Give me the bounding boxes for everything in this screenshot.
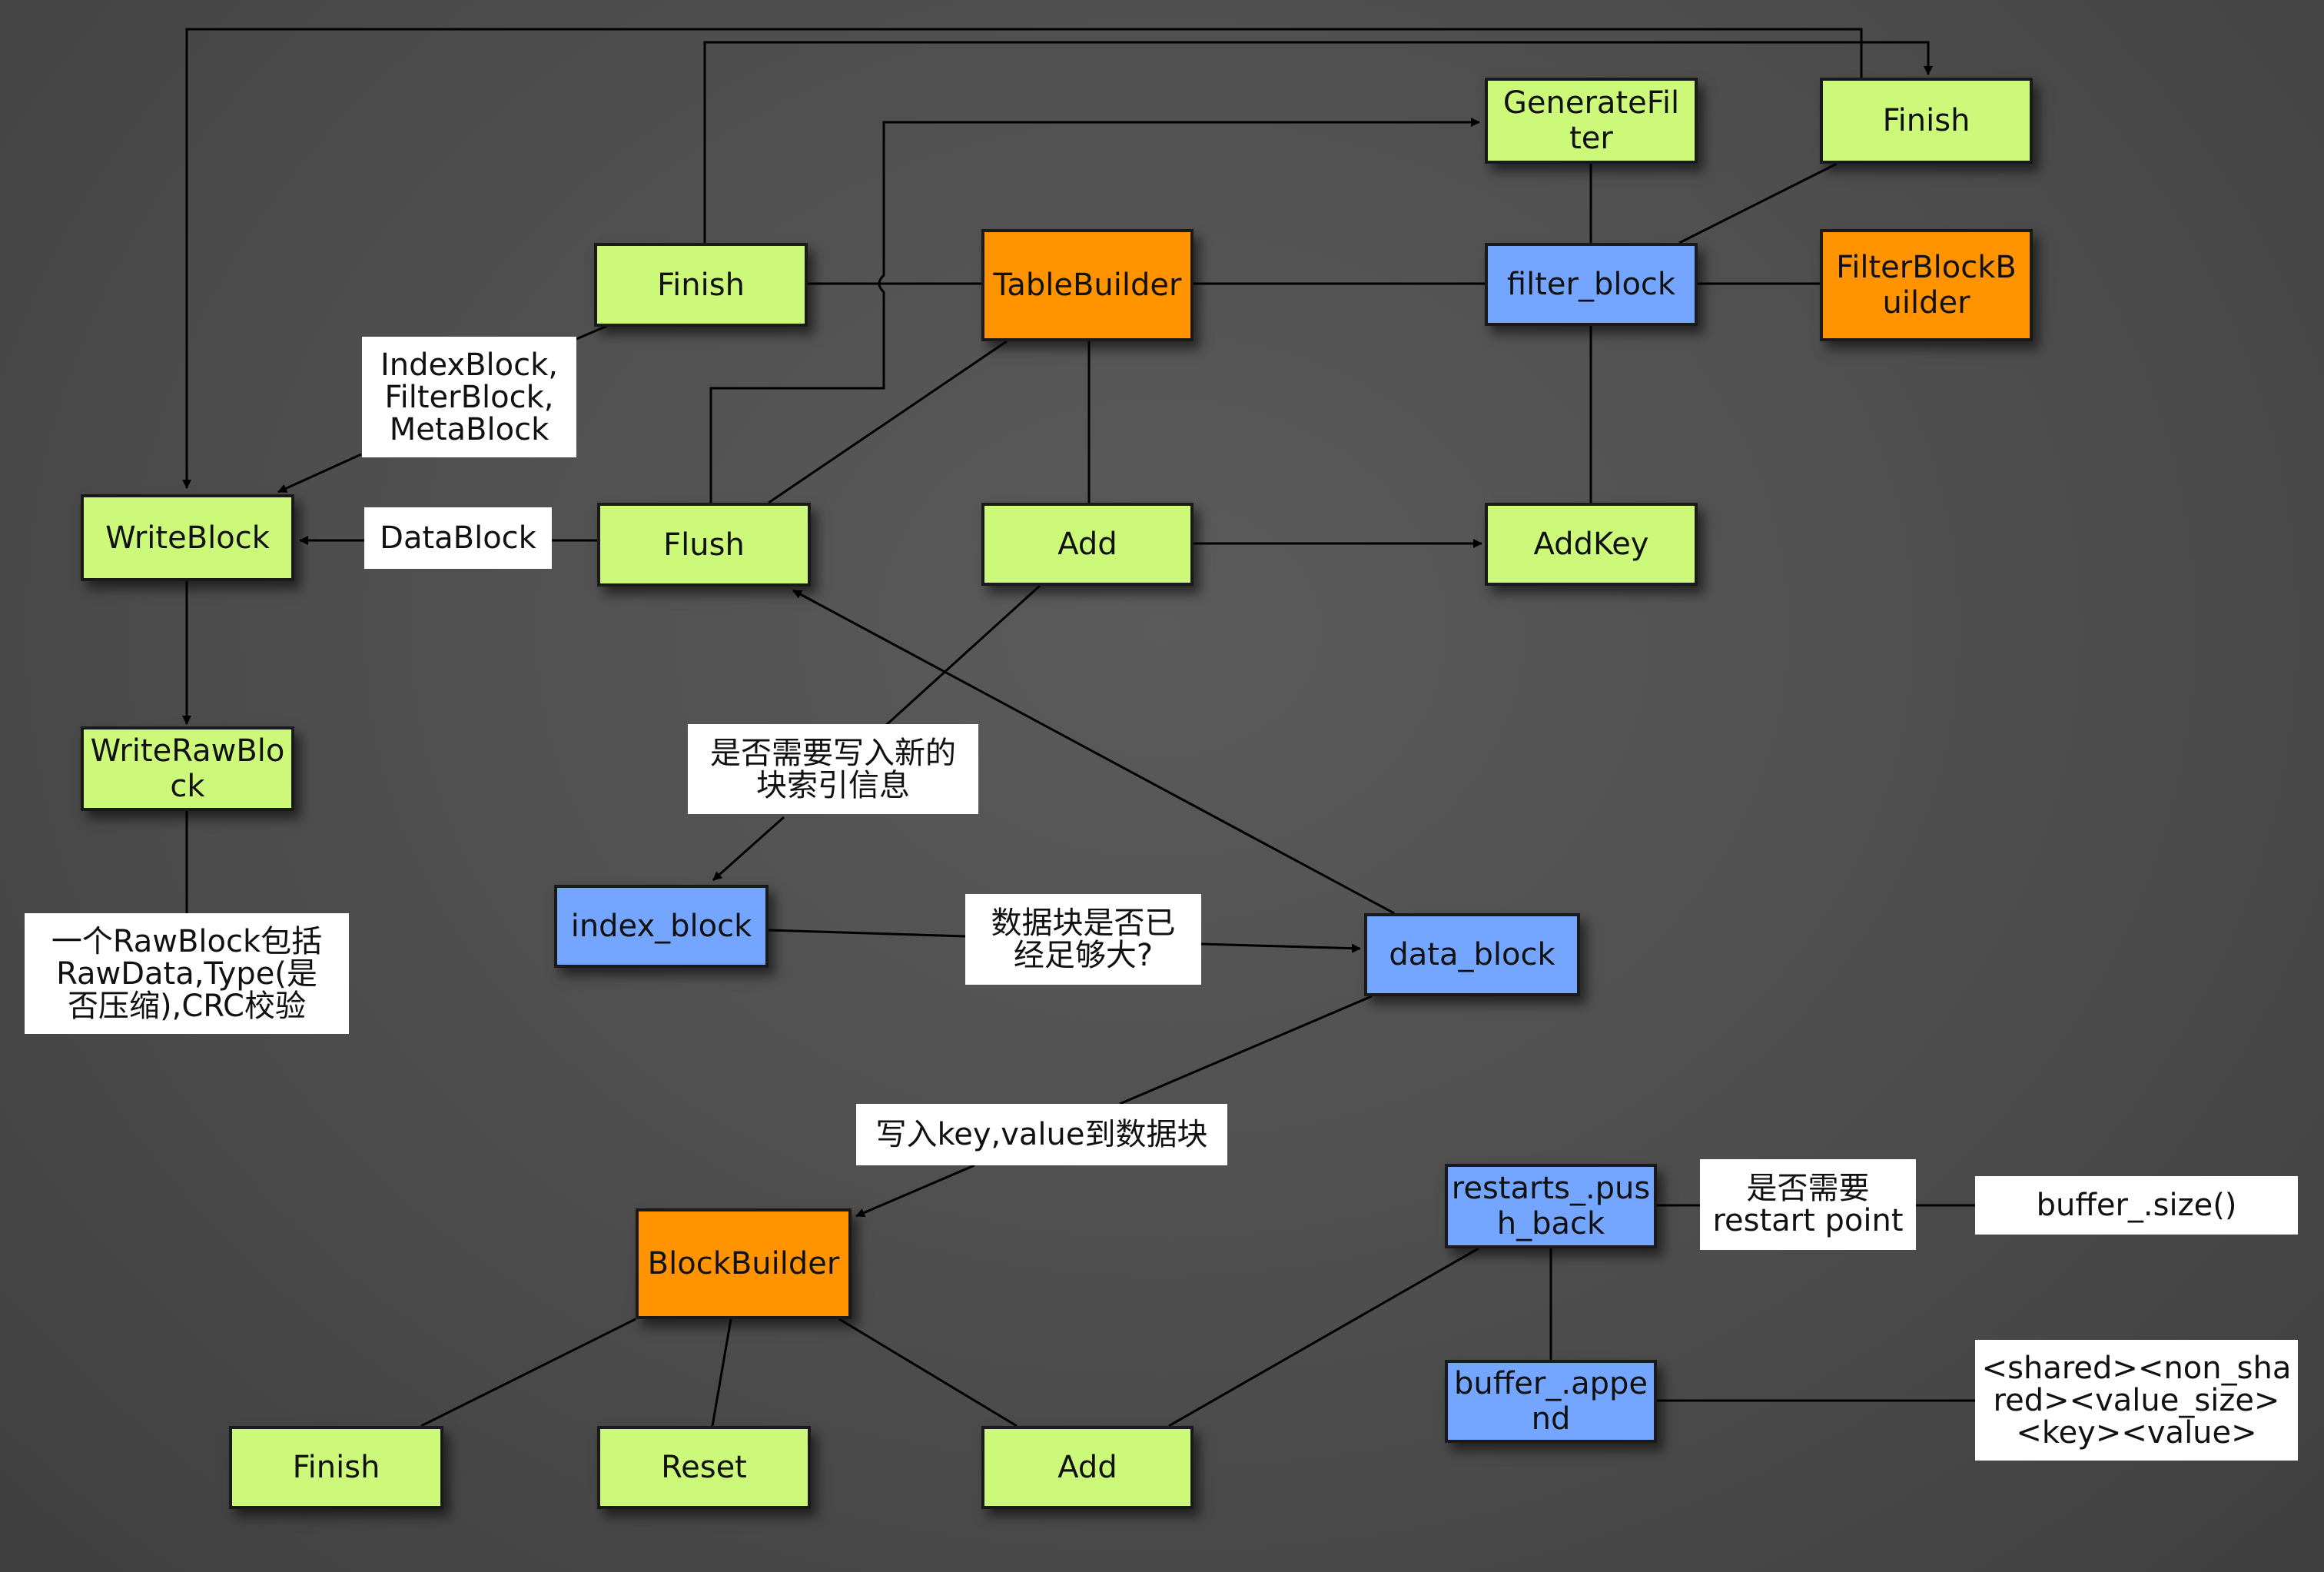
table-builder-node[interactable]: TableBuilder <box>981 229 1194 341</box>
edge-bb-add <box>838 1318 1018 1427</box>
edge-addbb-restarts <box>1168 1247 1479 1427</box>
write-kv-label: 写入key,value到数据块 <box>856 1104 1227 1165</box>
edge-bb-finish <box>420 1318 636 1427</box>
add-key-node[interactable]: AddKey <box>1485 503 1698 586</box>
flush-node[interactable]: Flush <box>597 503 811 587</box>
entry-format-label: <shared><non_sha red><value_size> <key><… <box>1975 1340 2298 1461</box>
edge-bigenough-to-datablock <box>1200 942 1361 953</box>
add-tablebuilder-node[interactable]: Add <box>981 503 1194 586</box>
data-block-label: DataBlock <box>364 507 552 569</box>
reset-blockbuilder-node[interactable]: Reset <box>597 1426 811 1509</box>
need-restart-label: 是否需要 restart point <box>1700 1159 1916 1250</box>
index-filter-meta-label: IndexBlock, FilterBlock, MetaBlock <box>362 337 576 457</box>
edge-datablock-to-flush <box>792 589 1395 915</box>
edge-filterblock-finish-top <box>1678 162 1838 244</box>
add-blockbuilder-node[interactable]: Add <box>981 1426 1194 1509</box>
edge-datablock-to-writekv <box>1119 995 1373 1105</box>
edge-indexlabel-to-writeblock <box>277 453 362 494</box>
finish-tablebuilder-node[interactable]: Finish <box>594 243 808 327</box>
write-raw-block-node[interactable]: WriteRawBlo ck <box>81 726 294 811</box>
edge-writekv-to-blockbuilder <box>855 1164 975 1218</box>
edge-indexblock-to-bigenough <box>768 929 966 938</box>
buffer-size-label: buffer_.size() <box>1975 1176 2298 1235</box>
raw-block-desc-label: 一个RawBlock包括 RawData,Type(是 否压缩),CRC校验 <box>25 913 349 1034</box>
index-block-node[interactable]: index_block <box>554 885 769 968</box>
generate-filter-node[interactable]: GenerateFil ter <box>1485 78 1698 164</box>
edge-bb-reset <box>711 1318 732 1427</box>
edge-finish-tl-to-indexlabel <box>576 324 608 341</box>
edge-finish-tl-to-finish-top <box>703 41 1933 243</box>
edge-tablebuilder-flush <box>768 340 1008 504</box>
need-index-label: 是否需要写入新的 块索引信息 <box>688 724 978 814</box>
edge-finish-top-to-writeblock <box>182 28 1863 489</box>
finish-blockbuilder-node[interactable]: Finish <box>229 1426 443 1509</box>
edge-add-to-needindex <box>882 584 1041 729</box>
restarts-push-back-node[interactable]: restarts_.pus h_back <box>1445 1164 1657 1248</box>
block-builder-node[interactable]: BlockBuilder <box>636 1208 852 1319</box>
block-big-enough-label: 数据块是否已 经足够大? <box>965 894 1201 985</box>
write-block-node[interactable]: WriteBlock <box>81 494 294 581</box>
edge-needindex-to-indexblock <box>712 816 785 882</box>
buffer-append-node[interactable]: buffer_.appe nd <box>1445 1360 1657 1443</box>
finish-top-node[interactable]: Finish <box>1820 78 2033 164</box>
filter-block-builder-node[interactable]: FilterBlockB uilder <box>1820 229 2033 341</box>
data-block-node[interactable]: data_block <box>1364 913 1580 996</box>
filter-block-node[interactable]: filter_block <box>1485 243 1698 326</box>
